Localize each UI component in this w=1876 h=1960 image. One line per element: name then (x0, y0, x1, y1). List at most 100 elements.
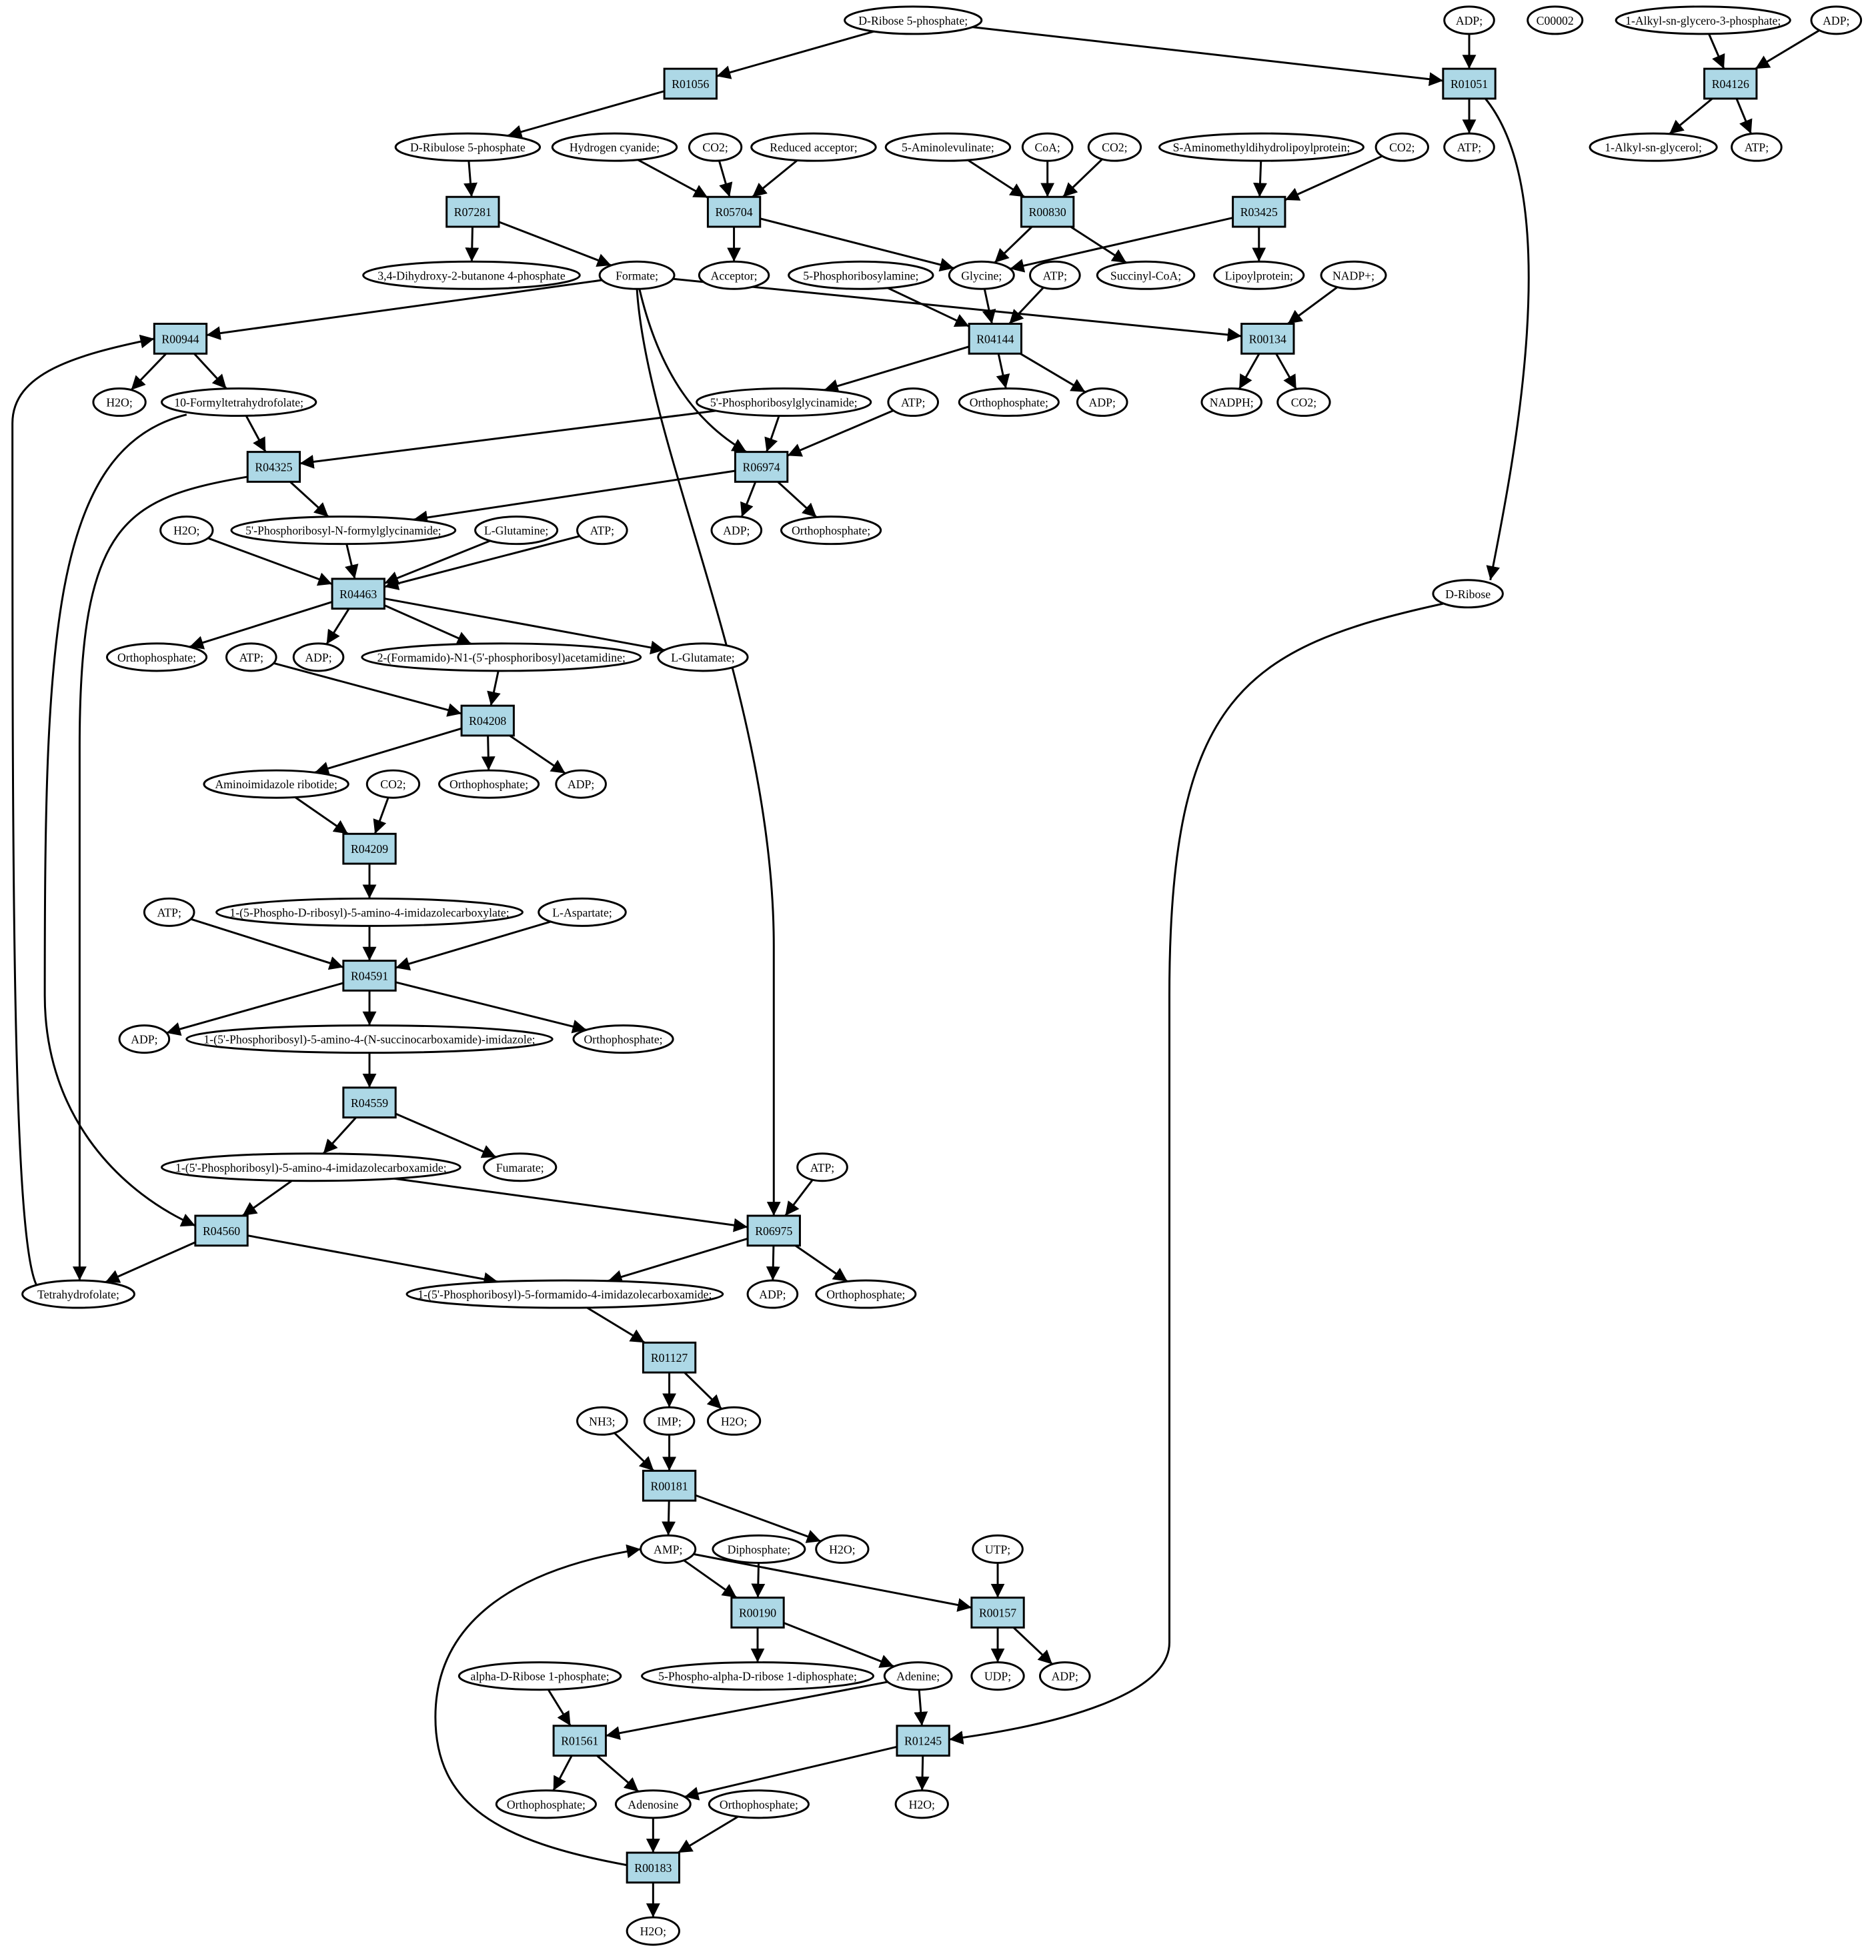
compound-node-atp_b[interactable]: ATP; (1731, 132, 1783, 162)
reaction-node-R00183[interactable]: R00183 (626, 1851, 680, 1884)
compound-node-thf[interactable]: Tetrahydrofolate; (21, 1279, 135, 1309)
reaction-node-R00134[interactable]: R00134 (1240, 323, 1295, 355)
compound-node-adp_h[interactable]: ADP; (746, 1279, 799, 1309)
compound-node-pi_c[interactable]: Orthophosphate; (105, 642, 208, 672)
compound-node-pi_e[interactable]: Orthophosphate; (572, 1024, 674, 1054)
compound-node-amp[interactable]: AMP; (640, 1534, 697, 1564)
compound-node-adp_a[interactable]: ADP; (1443, 5, 1495, 35)
reaction-node-R05704[interactable]: R05704 (706, 195, 762, 228)
reaction-node-R07281[interactable]: R07281 (445, 195, 500, 228)
compound-node-glycine[interactable]: Glycine; (948, 260, 1015, 290)
compound-node-coa[interactable]: CoA; (1021, 132, 1074, 162)
compound-node-atp_f[interactable]: ATP; (225, 642, 277, 672)
compound-node-succoa[interactable]: Succinyl-CoA; (1096, 260, 1196, 290)
reaction-node-R01127[interactable]: R01127 (642, 1341, 697, 1374)
compound-node-adp_b[interactable]: ADP; (1810, 5, 1863, 35)
compound-node-pi_h[interactable]: Orthophosphate; (708, 1789, 810, 1819)
compound-node-co2_c[interactable]: CO2; (1374, 132, 1429, 162)
compound-node-dhbp[interactable]: 3,4-Dihydroxy-2-butanone 4-phosphate (362, 260, 581, 290)
reaction-node-R04463[interactable]: R04463 (331, 578, 385, 610)
reaction-node-R00944[interactable]: R00944 (153, 323, 208, 355)
compound-node-nadph[interactable]: NADPH; (1200, 387, 1262, 417)
reaction-node-R06975[interactable]: R06975 (746, 1214, 801, 1247)
reaction-node-R01245[interactable]: R01245 (896, 1725, 950, 1757)
compound-node-atp_d[interactable]: ATP; (887, 387, 939, 417)
reaction-node-R03425[interactable]: R03425 (1232, 195, 1286, 228)
compound-node-redacc[interactable]: Reduced acceptor; (750, 132, 877, 162)
compound-node-dribose[interactable]: D-Ribose (1432, 579, 1504, 609)
compound-node-ru5p[interactable]: D-Ribulose 5-phosphate (394, 132, 542, 162)
compound-node-atp_h[interactable]: ATP; (796, 1152, 848, 1182)
compound-node-formate[interactable]: Formate; (598, 260, 676, 290)
reaction-node-R04144[interactable]: R04144 (968, 323, 1022, 355)
compound-node-udp[interactable]: UDP; (970, 1661, 1025, 1691)
compound-node-co2_b[interactable]: CO2; (1087, 132, 1142, 162)
compound-node-adp_e[interactable]: ADP; (292, 642, 345, 672)
compound-node-c00002[interactable]: C00002 (1527, 5, 1584, 35)
compound-node-nh3[interactable]: NH3; (576, 1406, 628, 1436)
reaction-node-R01056[interactable]: R01056 (663, 67, 718, 100)
compound-node-faicar[interactable]: 1-(5'-Phosphoribosyl)-5-formamido-4-imid… (405, 1279, 724, 1309)
compound-node-samdlp[interactable]: S-Aminomethyldihydrolipoylprotein; (1158, 132, 1364, 162)
compound-node-rib5p[interactable]: D-Ribose 5-phosphate; (844, 5, 983, 35)
compound-node-atp_c[interactable]: ATP; (1029, 260, 1081, 290)
reaction-node-R00181[interactable]: R00181 (642, 1469, 697, 1502)
reaction-node-R04209[interactable]: R04209 (342, 832, 397, 865)
compound-node-adp_c[interactable]: ADP; (1076, 387, 1128, 417)
compound-node-h2o_c[interactable]: H2O; (706, 1406, 762, 1436)
reaction-node-R00157[interactable]: R00157 (970, 1597, 1025, 1629)
compound-node-ppi[interactable]: Diphosphate; (712, 1534, 806, 1564)
reaction-node-R04208[interactable]: R04208 (460, 704, 515, 737)
compound-node-pi_d[interactable]: Orthophosphate; (437, 769, 540, 799)
compound-node-atp_a[interactable]: ATP; (1443, 132, 1495, 162)
reaction-node-R00830[interactable]: R00830 (1020, 195, 1075, 228)
compound-node-asp[interactable]: L-Aspartate; (538, 897, 627, 927)
reaction-node-R00190[interactable]: R00190 (730, 1597, 785, 1629)
compound-node-prpp[interactable]: 5-Phospho-alpha-D-ribose 1-diphosphate; (641, 1661, 874, 1691)
compound-node-adp_i[interactable]: ADP; (1038, 1661, 1091, 1691)
compound-node-aicar[interactable]: 1-(5'-Phosphoribosyl)-5-amino-4-imidazol… (161, 1152, 461, 1182)
compound-node-atp_e[interactable]: ATP; (576, 516, 628, 546)
compound-node-imp[interactable]: IMP; (643, 1406, 696, 1436)
compound-node-adp_f[interactable]: ADP; (555, 769, 607, 799)
compound-node-pi_g[interactable]: Orthophosphate; (495, 1789, 598, 1819)
compound-node-fumarate[interactable]: Fumarate; (483, 1152, 558, 1182)
reaction-node-R04325[interactable]: R04325 (246, 451, 301, 483)
compound-node-pi_f[interactable]: Orthophosphate; (815, 1279, 917, 1309)
compound-node-air[interactable]: Aminoimidazole ribotide; (203, 769, 349, 799)
compound-node-h2o_e[interactable]: H2O; (894, 1789, 949, 1819)
compound-node-co2_e[interactable]: CO2; (365, 769, 421, 799)
compound-node-fgar[interactable]: 5'-Phosphoribosyl-N-formylglycinamide; (230, 516, 457, 546)
reaction-node-R06974[interactable]: R06974 (734, 451, 789, 483)
compound-node-cair[interactable]: 1-(5-Phospho-D-ribosyl)-5-amino-4-imidaz… (215, 897, 524, 927)
compound-node-h2o_f[interactable]: H2O; (626, 1916, 680, 1946)
compound-node-adp_d[interactable]: ADP; (710, 516, 763, 546)
compound-node-acceptor[interactable]: Acceptor; (698, 260, 770, 290)
compound-node-alkylg[interactable]: 1-Alkyl-sn-glycerol; (1589, 132, 1718, 162)
compound-node-adenosine[interactable]: Adenosine (614, 1789, 692, 1819)
reaction-node-R01561[interactable]: R01561 (552, 1725, 607, 1757)
compound-node-h2o_d[interactable]: H2O; (815, 1534, 870, 1564)
compound-node-h2o_b[interactable]: H2O; (159, 516, 214, 546)
reaction-node-R04126[interactable]: R04126 (1703, 67, 1758, 100)
compound-node-utp[interactable]: UTP; (972, 1534, 1024, 1564)
compound-node-pi_b[interactable]: Orthophosphate; (780, 516, 882, 546)
compound-node-fgam[interactable]: 2-(Formamido)-N1-(5'-phosphoribosyl)acet… (361, 642, 642, 672)
reaction-node-R04559[interactable]: R04559 (342, 1086, 397, 1119)
compound-node-adp_g[interactable]: ADP; (118, 1024, 171, 1054)
compound-node-lipoyl[interactable]: Lipoylprotein; (1213, 260, 1305, 290)
compound-node-pi_a[interactable]: Orthophosphate; (958, 387, 1060, 417)
compound-node-adenine[interactable]: Adenine; (883, 1661, 953, 1691)
compound-node-ala[interactable]: 5-Aminolevulinate; (884, 132, 1012, 162)
compound-node-fthf[interactable]: 10-Formyltetrahydrofolate; (161, 387, 317, 417)
compound-node-co2_a[interactable]: CO2; (688, 132, 743, 162)
compound-node-pra[interactable]: 5-Phosphoribosylamine; (788, 260, 934, 290)
compound-node-gar[interactable]: 5'-Phosphoribosylglycinamide; (696, 387, 872, 417)
compound-node-atp_g[interactable]: ATP; (143, 897, 195, 927)
compound-node-saicar[interactable]: 1-(5'-Phosphoribosyl)-5-amino-4-(N-succi… (185, 1024, 554, 1054)
compound-node-nadp[interactable]: NADP+; (1320, 260, 1387, 290)
compound-node-h2o_a[interactable]: H2O; (92, 387, 147, 417)
reaction-node-R04560[interactable]: R04560 (194, 1214, 249, 1247)
compound-node-gln[interactable]: L-Glutamine; (474, 516, 559, 546)
compound-node-glu[interactable]: L-Glutamate; (657, 642, 749, 672)
